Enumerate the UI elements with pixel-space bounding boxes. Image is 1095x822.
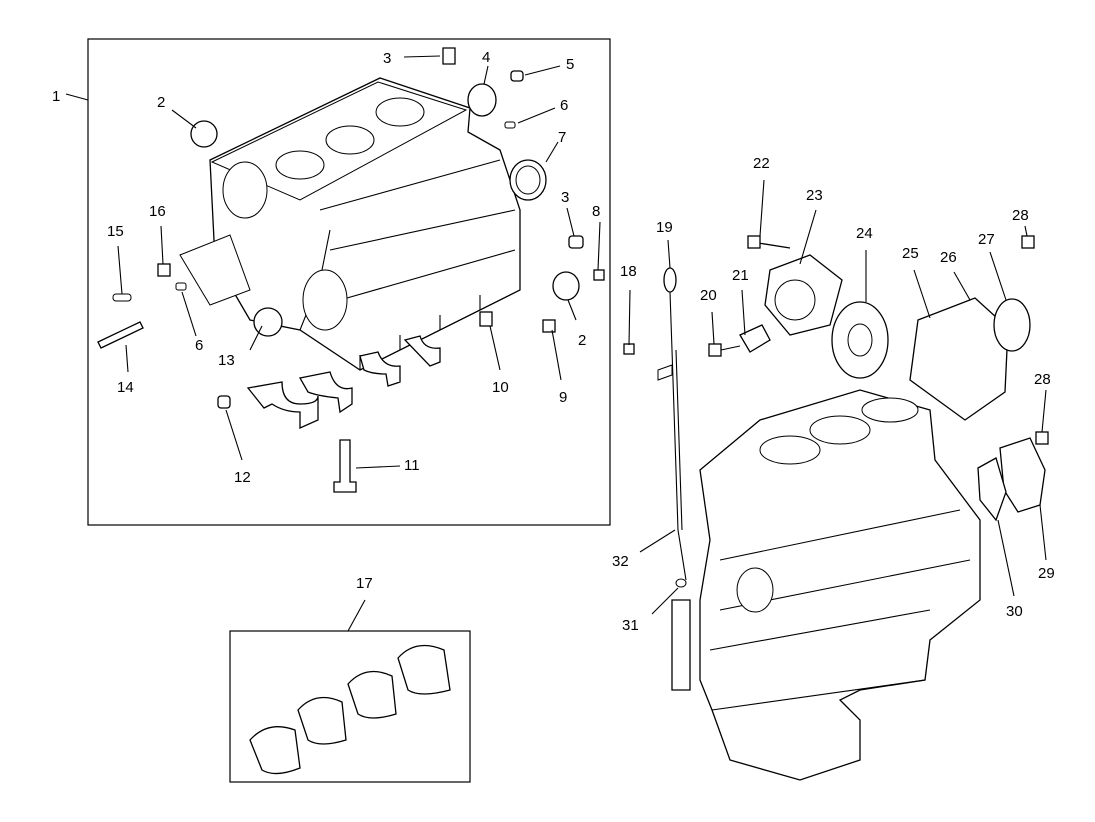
stud-14 <box>97 321 144 349</box>
dipstick-ring <box>663 267 677 293</box>
cylinder-block <box>179 77 521 371</box>
gasket-30 <box>977 457 1007 522</box>
callout-30: 30 <box>1006 603 1023 620</box>
callout-3: 3 <box>383 50 391 67</box>
plug-10 <box>479 311 493 327</box>
pin-15 <box>112 293 132 302</box>
callout-19: 19 <box>656 219 673 236</box>
callout-22: 22 <box>753 155 770 172</box>
bolt-18 <box>623 343 635 355</box>
callout-24: 24 <box>856 225 873 242</box>
dowel-3b <box>568 235 584 249</box>
callout-20: 20 <box>700 287 717 304</box>
plug-5 <box>510 70 524 82</box>
callout-6: 6 <box>195 337 203 354</box>
callout-18: 18 <box>620 263 637 280</box>
bearing-set-group-frame <box>229 630 471 783</box>
callout-26: 26 <box>940 249 957 266</box>
bolt-9 <box>542 319 556 333</box>
callout-2: 2 <box>578 332 586 349</box>
callout-1: 1 <box>52 88 60 105</box>
callout-13: 13 <box>218 352 235 369</box>
callout-32: 32 <box>612 553 629 570</box>
callout-28: 28 <box>1012 207 1029 224</box>
callout-7: 7 <box>558 129 566 146</box>
bolt-11 <box>333 439 357 493</box>
callout-6: 6 <box>560 97 568 114</box>
plug-4 <box>467 83 497 117</box>
plate-29 <box>999 437 1046 513</box>
callout-14: 14 <box>117 379 134 396</box>
bolt-20 <box>708 343 722 357</box>
callout-3: 3 <box>561 189 569 206</box>
callout-9: 9 <box>559 389 567 406</box>
plug-2b <box>552 271 580 301</box>
dowel-12 <box>217 395 231 409</box>
callout-4: 4 <box>482 49 490 66</box>
callout-8: 8 <box>592 203 600 220</box>
leader-lines <box>65 55 1047 632</box>
oil-seal-27 <box>993 298 1031 352</box>
plug-8 <box>593 269 605 281</box>
bolt-28a <box>1021 235 1035 249</box>
callout-27: 27 <box>978 231 995 248</box>
callout-25: 25 <box>902 245 919 262</box>
callout-31: 31 <box>622 617 639 634</box>
callout-labels: 1 2 3 4 5 6 7 3 8 2 9 10 11 12 13 14 15 … <box>52 49 1055 634</box>
pin-6a <box>504 121 516 129</box>
callout-11: 11 <box>404 457 420 474</box>
callout-23: 23 <box>806 187 823 204</box>
callout-12: 12 <box>234 469 251 486</box>
callout-29: 29 <box>1038 565 1055 582</box>
plug-16 <box>157 263 171 277</box>
bolt-28b <box>1035 431 1049 445</box>
plug-13 <box>253 307 283 337</box>
assembled-engine-view <box>699 389 981 781</box>
bracket-21 <box>739 324 771 353</box>
main-bearing-caps <box>246 335 441 430</box>
callout-15: 15 <box>107 223 124 240</box>
front-cover-parts <box>623 235 1049 522</box>
callout-17: 17 <box>356 575 373 592</box>
small-parts <box>97 47 605 493</box>
callout-2: 2 <box>157 94 165 111</box>
callout-16: 16 <box>149 203 166 220</box>
oil-dipstick-and-tube <box>657 267 691 691</box>
main-bearing-set <box>249 644 451 775</box>
callout-10: 10 <box>492 379 509 396</box>
cylinder-block-group-frame <box>87 38 611 526</box>
plug-2a <box>190 120 218 148</box>
oil-seal-case-26 <box>909 297 1009 421</box>
callout-21: 21 <box>732 267 749 284</box>
pin-6b <box>175 282 187 291</box>
dowel-pin-top <box>442 47 456 65</box>
callout-28: 28 <box>1034 371 1051 388</box>
callout-5: 5 <box>566 56 574 73</box>
